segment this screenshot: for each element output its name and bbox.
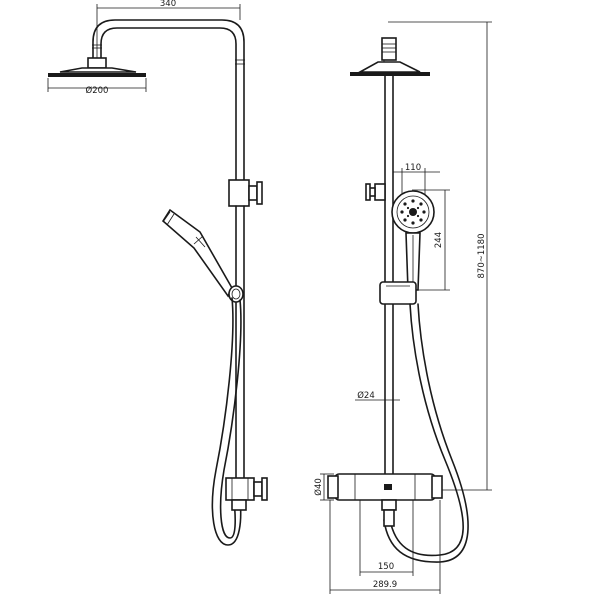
spray-nozzles xyxy=(400,199,426,225)
shower-hose xyxy=(211,297,242,546)
top-width-dimension: 340 xyxy=(96,0,241,60)
height-range-label: 870~1180 xyxy=(477,234,487,279)
head-diameter-label: Ø200 xyxy=(86,85,109,96)
side-hand-shower: 110 244 xyxy=(391,163,450,291)
rain-shower-head: Ø200 xyxy=(47,57,147,96)
inlet-spacing-dimension: 150 xyxy=(359,500,414,576)
handshower-slider xyxy=(228,285,244,303)
top-arm-connector xyxy=(381,37,397,61)
side-view: 870~1180 xyxy=(313,21,492,594)
valve-diameter-dimension: Ø40 xyxy=(313,473,334,501)
side-support-knob xyxy=(365,183,386,201)
height-range-dimension: 870~1180 xyxy=(388,21,492,491)
top-width-label: 340 xyxy=(160,0,176,9)
side-shower-head xyxy=(350,60,430,76)
bar-support-knob xyxy=(228,179,263,207)
slide-bar xyxy=(235,205,245,479)
thermostatic-mixer-valve xyxy=(327,473,443,527)
bar-diameter-label: Ø24 xyxy=(357,390,375,401)
handshower-height-label: 244 xyxy=(434,232,444,248)
valve-diameter-label: Ø40 xyxy=(313,478,324,496)
bar-diameter-dimension: Ø24 xyxy=(355,390,400,401)
side-shower-hose xyxy=(383,303,469,563)
inlet-spacing-label: 150 xyxy=(378,562,394,572)
front-view: 340 Ø200 xyxy=(47,0,268,546)
side-handshower-slider xyxy=(379,281,417,305)
overhead-arm xyxy=(92,19,245,193)
handshower-width-label: 110 xyxy=(405,163,421,173)
hand-shower xyxy=(161,208,233,298)
bottom-wall-connector xyxy=(225,477,268,511)
depth-dimension: 289.9 xyxy=(329,500,441,594)
depth-label: 289.9 xyxy=(373,580,397,590)
side-riser-pipe xyxy=(384,75,394,475)
